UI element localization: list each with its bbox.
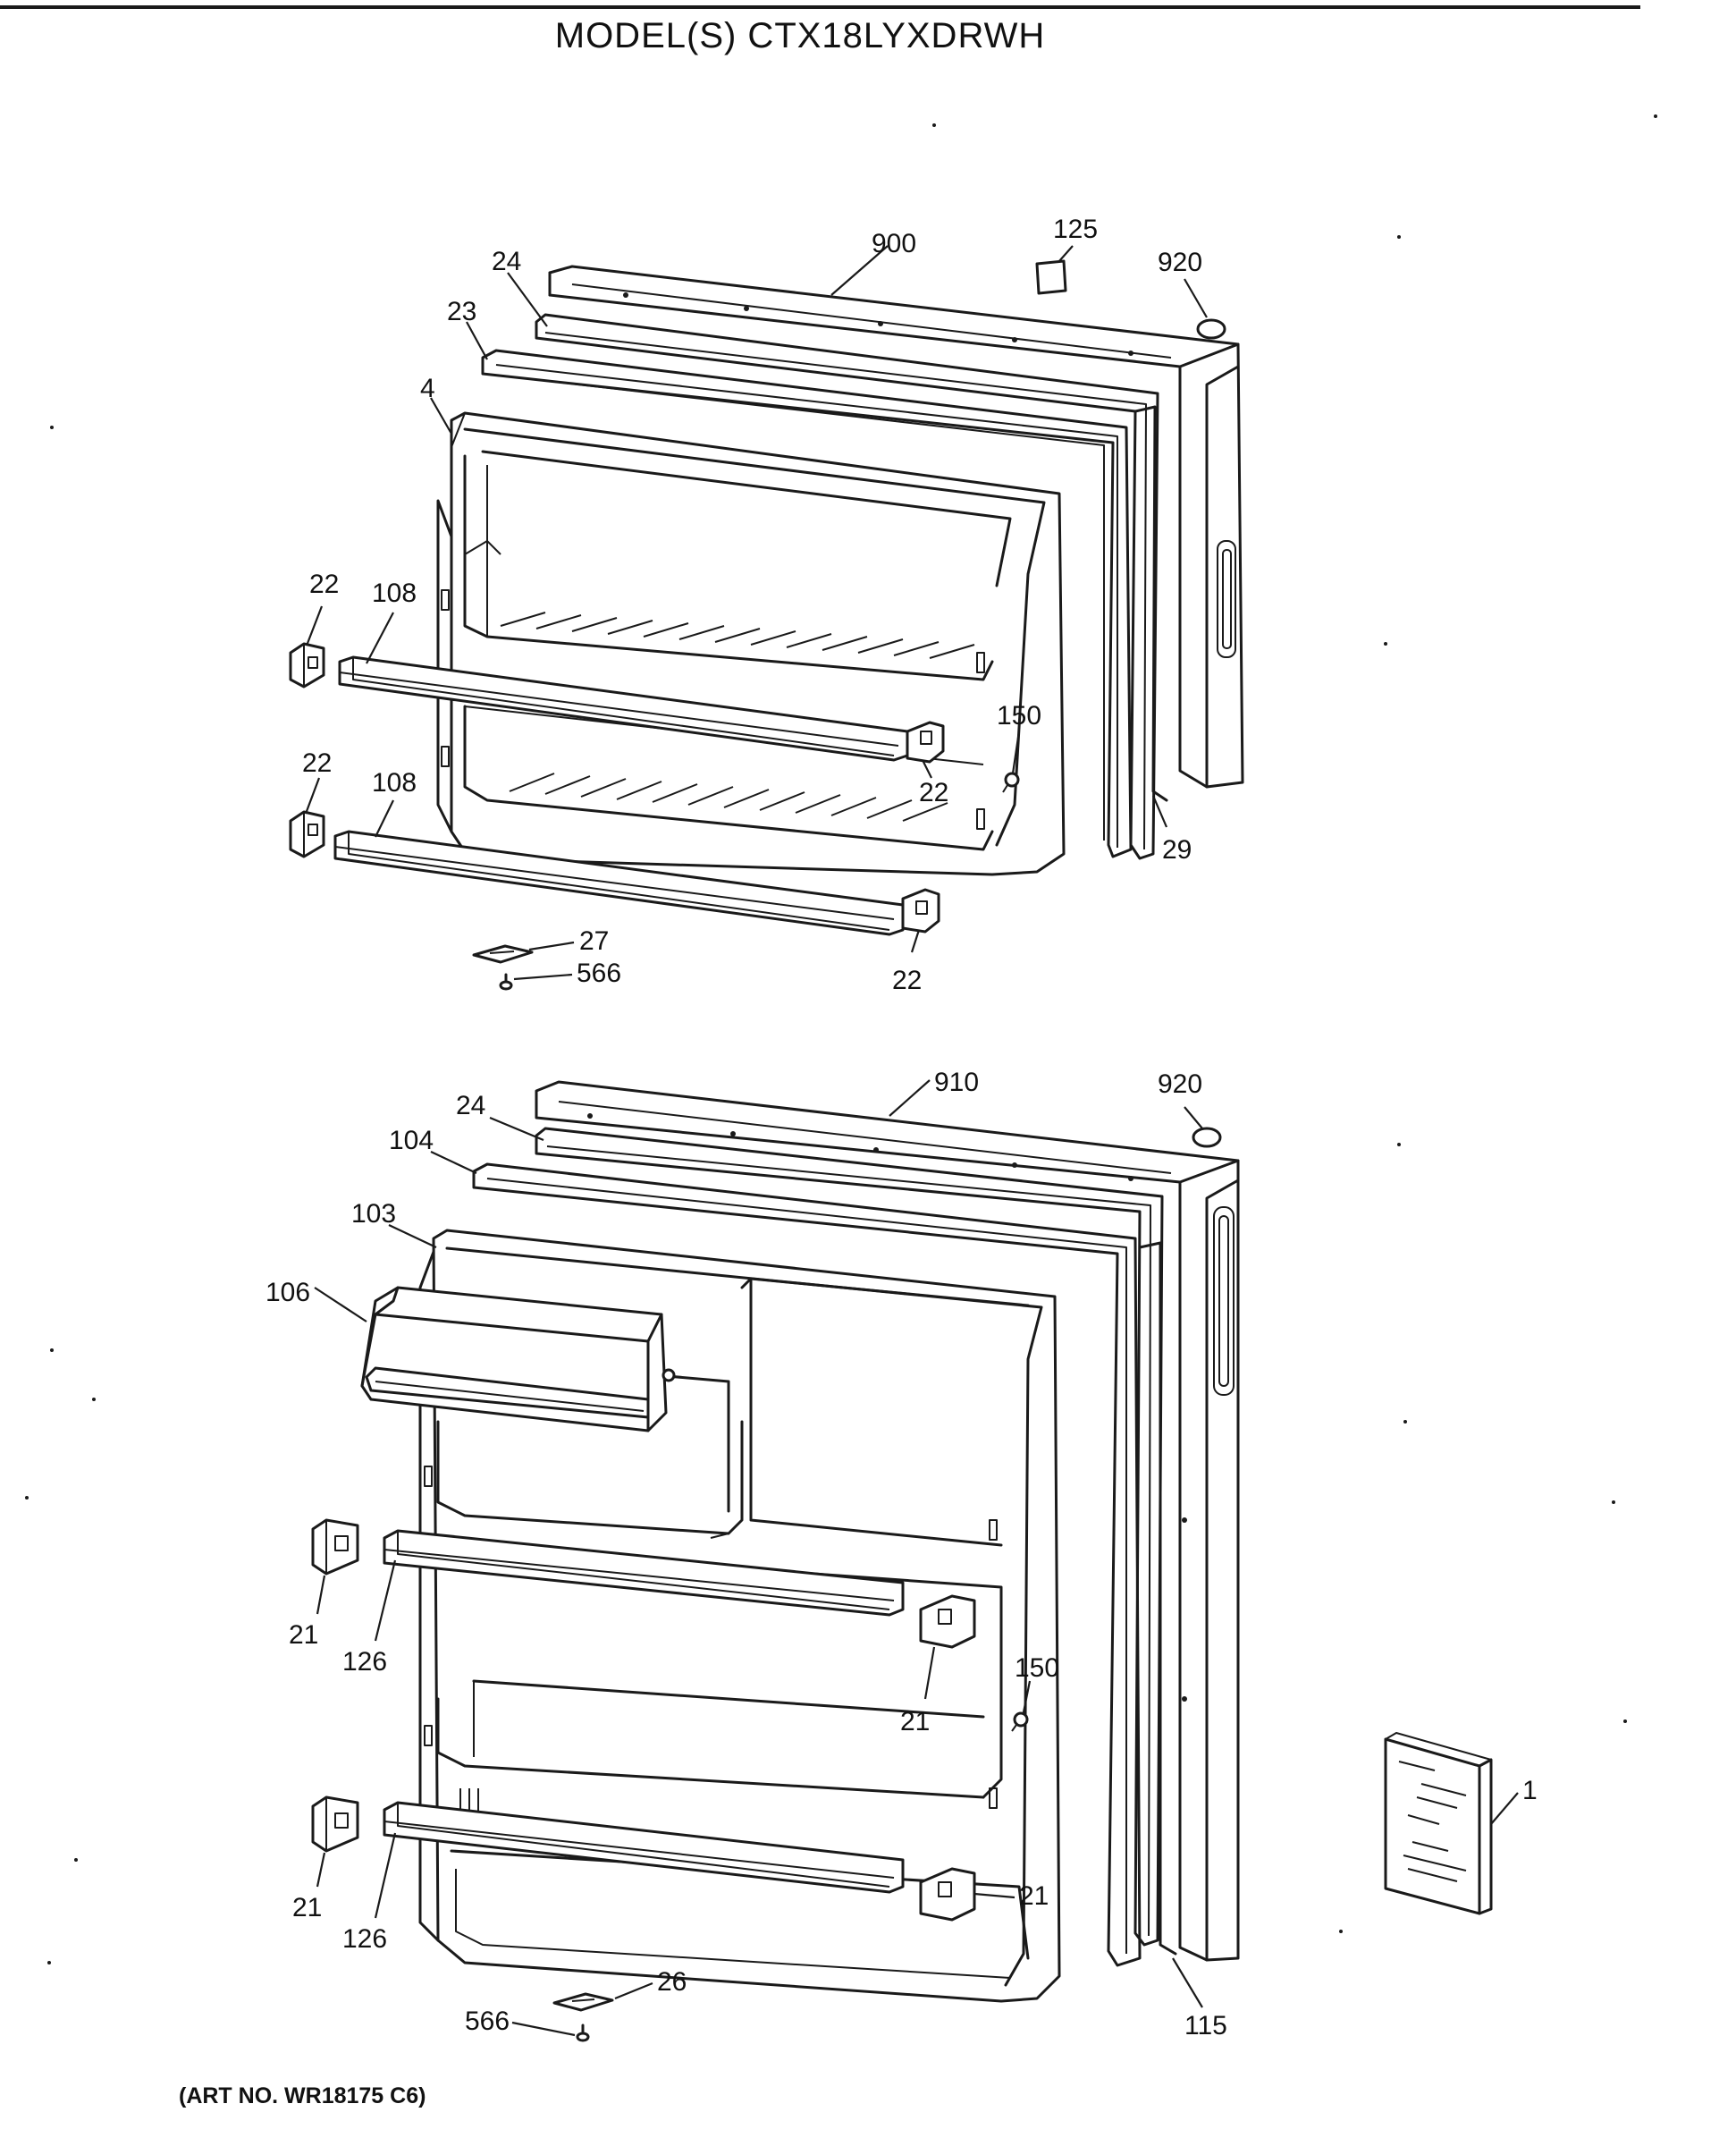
callout-22-right-lower: 22 <box>892 966 922 995</box>
callout-21-right-lower: 21 <box>1019 1881 1049 1911</box>
freezer-door-assembly <box>289 259 1244 991</box>
inner-liner-4 <box>436 411 1066 876</box>
callout-26: 26 <box>657 1967 687 1997</box>
manual-booklet-1 <box>1384 1732 1493 1915</box>
screw-150-lower <box>1011 1711 1029 1732</box>
callout-29: 29 <box>1162 835 1192 865</box>
callout-566-upper: 566 <box>577 959 621 988</box>
shelf-bar-108-lower <box>333 830 905 936</box>
callout-920: 920 <box>1158 248 1202 277</box>
clip-22-left-lower <box>289 810 325 858</box>
callout-106: 106 <box>265 1278 310 1307</box>
callout-103: 103 <box>351 1199 396 1229</box>
gasket-24-lower <box>535 1127 1164 1947</box>
callout-150-upper: 150 <box>997 701 1041 731</box>
callout-27: 27 <box>579 926 609 956</box>
plug-920 <box>1196 318 1226 340</box>
scan-specks <box>25 114 1657 1964</box>
screw-566-upper <box>499 973 513 991</box>
callout-23: 23 <box>447 297 476 326</box>
callout-21-left-upper: 21 <box>289 1620 318 1650</box>
clip-22-right-upper <box>906 721 945 764</box>
leader-lines <box>304 245 1519 2037</box>
liner-frame-104 <box>472 1162 1142 1967</box>
callout-900: 900 <box>872 229 916 258</box>
callout-labels-lower: 910 920 24 104 103 106 21 126 150 21 21 … <box>265 1068 1538 2040</box>
callout-108-lower: 108 <box>372 768 417 798</box>
callout-566-lower: 566 <box>465 2007 510 2036</box>
callout-125: 125 <box>1053 215 1098 244</box>
fresh-food-door-assembly <box>311 1080 1240 2042</box>
callout-115: 115 <box>1184 2011 1227 2040</box>
callout-910: 910 <box>934 1068 979 1097</box>
callout-108-upper: 108 <box>372 579 417 608</box>
callout-126-upper: 126 <box>342 1647 387 1677</box>
hinge-bracket-26 <box>552 1992 614 2012</box>
strip-115 <box>1138 1241 1177 1956</box>
callout-21-left-lower: 21 <box>292 1893 322 1922</box>
shelf-bar-126-upper <box>383 1529 905 1617</box>
strip-29 <box>1133 405 1168 802</box>
screw-566-lower <box>576 2023 590 2042</box>
art-number: (ART NO. WR18175 C6) <box>179 2083 426 2108</box>
callout-150-lower: 150 <box>1015 1653 1059 1683</box>
plug-920-lower <box>1192 1127 1222 1148</box>
callout-4: 4 <box>420 374 435 403</box>
clip-21-left-upper <box>311 1518 359 1576</box>
gasket-24 <box>535 313 1159 860</box>
screw-150-upper <box>1002 772 1020 793</box>
clip-21-right-upper <box>919 1594 976 1649</box>
callout-22-left-upper: 22 <box>309 570 339 599</box>
liner-frame-23 <box>481 349 1133 858</box>
clip-22-left-upper <box>289 642 325 689</box>
clip-21-left-lower <box>311 1795 359 1853</box>
callout-21-right-upper: 21 <box>900 1707 930 1736</box>
hinge-bracket-27 <box>472 944 534 964</box>
dairy-door-106 <box>360 1286 676 1432</box>
callout-104: 104 <box>389 1126 434 1155</box>
callout-22-right-upper: 22 <box>919 778 948 807</box>
shelf-bar-126-lower <box>383 1801 905 1894</box>
pad-125 <box>1035 259 1067 295</box>
outer-door-900 <box>548 265 1244 789</box>
clip-21-right-lower <box>919 1867 976 1922</box>
callout-920-lower: 920 <box>1158 1069 1202 1099</box>
clip-22-right-lower <box>901 888 940 934</box>
callout-24-lower: 24 <box>456 1091 485 1120</box>
model-title: MODEL(S) CTX18LYXDRWH <box>554 16 1046 55</box>
outer-door-910 <box>535 1080 1240 1962</box>
callout-24: 24 <box>492 247 521 276</box>
callout-22-left-lower: 22 <box>302 748 332 778</box>
callout-labels-upper: 900 125 920 24 23 4 22 108 22 108 150 22… <box>302 215 1202 995</box>
callout-126-lower: 126 <box>342 1924 387 1954</box>
callout-1: 1 <box>1522 1776 1538 1805</box>
